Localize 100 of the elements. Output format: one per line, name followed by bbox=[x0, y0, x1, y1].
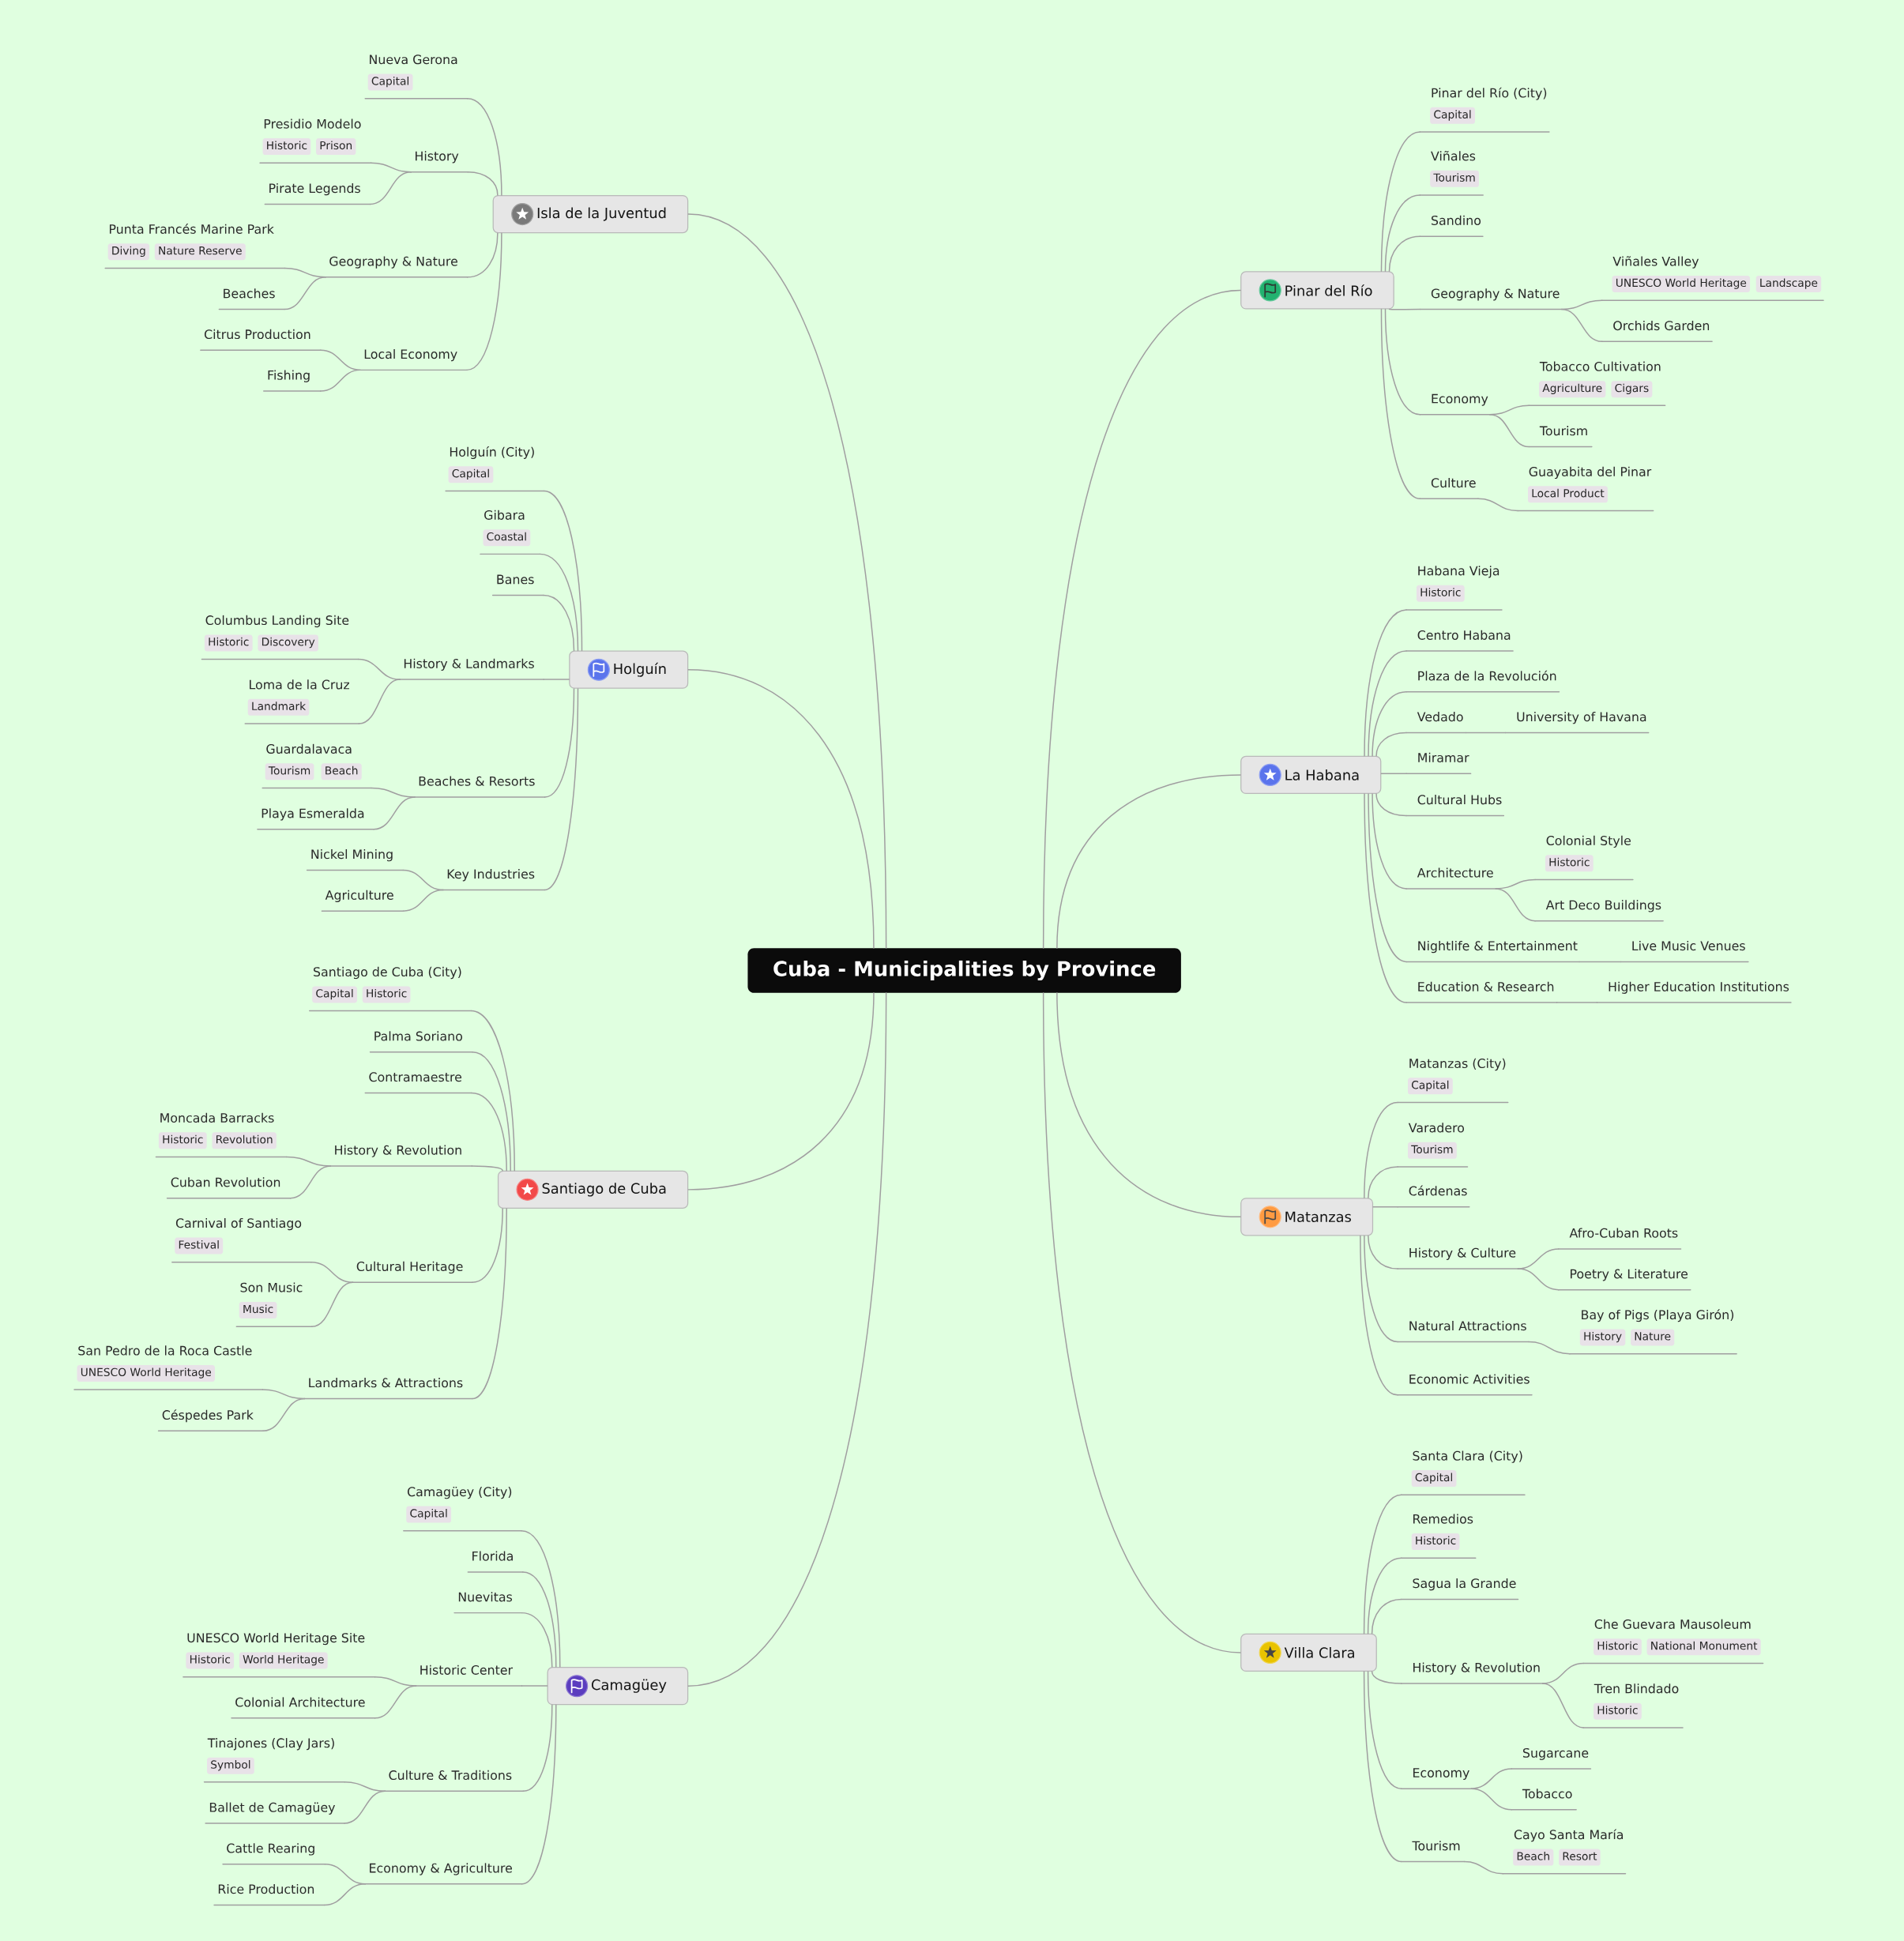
connector-line bbox=[687, 992, 875, 1191]
tag-chip: Capital bbox=[1407, 1078, 1453, 1095]
tag-chip: Coastal bbox=[483, 529, 531, 547]
connector-line bbox=[1384, 194, 1421, 273]
branch-label: Bay of Pigs (Playa Girón) bbox=[1582, 1309, 1733, 1322]
branch-label: Afro-Cuban Roots bbox=[1569, 1228, 1678, 1238]
branch-label: Camagüey (City) bbox=[407, 1487, 512, 1499]
branch-label: Local Economy bbox=[364, 348, 457, 362]
tag-chip: Historic bbox=[1594, 1638, 1642, 1656]
connector-line bbox=[472, 1051, 511, 1172]
connector-line bbox=[1380, 308, 1421, 500]
connector-line bbox=[1056, 992, 1241, 1218]
connector-line bbox=[1556, 1002, 1598, 1003]
branch-label: Landmarks & Attractions bbox=[309, 1378, 463, 1388]
connector-line bbox=[1528, 1341, 1571, 1355]
branch-label: Tourism bbox=[1539, 426, 1587, 436]
connector-line bbox=[1368, 1235, 1398, 1270]
branch-label: Culture bbox=[1431, 477, 1476, 488]
connector-line bbox=[1363, 1494, 1402, 1634]
branch-label: Tobacco Cultivation bbox=[1539, 361, 1661, 371]
branch-label: University of Havana bbox=[1517, 712, 1646, 724]
connector-line bbox=[1368, 1166, 1398, 1198]
branch-label: Architecture bbox=[1417, 867, 1493, 878]
connector-line bbox=[1542, 1662, 1584, 1684]
connector-line bbox=[1056, 774, 1241, 949]
connector-line bbox=[320, 349, 361, 371]
branch-label: Contramaestre bbox=[369, 1072, 462, 1082]
connector-line bbox=[1542, 1683, 1584, 1728]
tag-chip: Tourism bbox=[265, 763, 314, 781]
branch-label: Sandino bbox=[1432, 215, 1481, 225]
branch-label: Higher Education Institutions bbox=[1609, 981, 1789, 994]
branch-label: Guayabita del Pinar bbox=[1529, 466, 1652, 480]
connector-line bbox=[522, 1571, 557, 1668]
branch-label: Nightlife & Entertainment bbox=[1418, 940, 1578, 954]
connector-line bbox=[344, 1781, 386, 1792]
branch-label: Geography & Nature bbox=[1431, 288, 1560, 301]
connector-line bbox=[521, 1685, 548, 1687]
topic-box: Santiago de Cuba bbox=[497, 1170, 689, 1209]
connector-line bbox=[470, 1010, 515, 1172]
branch-label: Matanzas (City) bbox=[1409, 1058, 1506, 1071]
connector-line bbox=[544, 688, 579, 891]
branch-label: Moncada Barracks bbox=[160, 1112, 274, 1123]
tag-chip: Diving bbox=[107, 243, 150, 261]
connector-line bbox=[1561, 308, 1603, 343]
branch-label: Culture & Traditions bbox=[389, 1770, 512, 1781]
connector-line bbox=[358, 679, 401, 724]
connector-line bbox=[470, 1092, 507, 1172]
branch-label: History & Revolution bbox=[335, 1145, 461, 1157]
connector-line bbox=[262, 1397, 306, 1431]
connector-line bbox=[1363, 1671, 1402, 1863]
branch-label: Beaches bbox=[224, 288, 275, 299]
branch-label: History bbox=[416, 151, 459, 164]
branch-label: Banes bbox=[497, 574, 534, 585]
connector-line bbox=[1375, 732, 1407, 757]
branch-label: Tourism bbox=[1412, 1841, 1460, 1851]
tag-chip: Beach bbox=[321, 763, 362, 781]
branch-label: Viñales bbox=[1431, 150, 1476, 161]
connector-line bbox=[1477, 498, 1518, 512]
tag-chip: Symbol bbox=[207, 1757, 254, 1774]
branch-label: Vedado bbox=[1417, 712, 1463, 722]
tag-chip: Historic bbox=[204, 634, 253, 652]
topic-box: La Habana bbox=[1240, 755, 1382, 795]
connector-line bbox=[1042, 992, 1241, 1653]
connector-line bbox=[1371, 1671, 1402, 1684]
connector-line bbox=[289, 1165, 332, 1199]
connector-line bbox=[1470, 1768, 1513, 1789]
tag-chip: Prison bbox=[316, 138, 356, 156]
branch-label: Economy & Agriculture bbox=[370, 1863, 512, 1875]
connector-line bbox=[1360, 1235, 1398, 1396]
connector-line bbox=[1517, 1268, 1560, 1291]
connector-line bbox=[319, 369, 361, 392]
connector-line bbox=[310, 1261, 354, 1283]
branch-label: Historic Center bbox=[420, 1665, 514, 1675]
branch-label: Cultural Heritage bbox=[356, 1261, 463, 1274]
tag-chip: Historic bbox=[362, 986, 411, 1003]
connector-line bbox=[1367, 1557, 1402, 1634]
branch-label: Viñales Valley bbox=[1612, 256, 1699, 269]
branch-label: Holguín (City) bbox=[450, 446, 534, 460]
branch-label: Miramar bbox=[1418, 752, 1469, 762]
branch-label: Pinar del Río (City) bbox=[1432, 87, 1547, 100]
topic-box: Pinar del Río bbox=[1240, 271, 1394, 310]
connector-line bbox=[687, 213, 887, 949]
topic-box: Camagüey bbox=[547, 1667, 689, 1706]
connector-line bbox=[357, 658, 401, 680]
connector-line bbox=[1489, 414, 1530, 448]
connector-line bbox=[370, 171, 412, 205]
tag-chip: Historic bbox=[262, 138, 311, 156]
tag-chip: Historic bbox=[1411, 1533, 1460, 1550]
branch-label: Varadero bbox=[1408, 1123, 1465, 1133]
tag-chip: Resort bbox=[1559, 1849, 1601, 1866]
connector-line bbox=[543, 679, 570, 680]
tag-chip: National Monument bbox=[1646, 1638, 1761, 1656]
connector-line bbox=[1388, 235, 1421, 273]
connector-line bbox=[1466, 732, 1507, 734]
tag-chip: Capital bbox=[1411, 1470, 1457, 1488]
branch-label: Guardalavaca bbox=[266, 743, 352, 754]
branch-label: Punta Francés Marine Park bbox=[109, 224, 274, 234]
tag-chip: Cigars bbox=[1611, 381, 1653, 398]
connector-line bbox=[466, 98, 502, 196]
branch-label: Tobacco bbox=[1522, 1789, 1572, 1799]
